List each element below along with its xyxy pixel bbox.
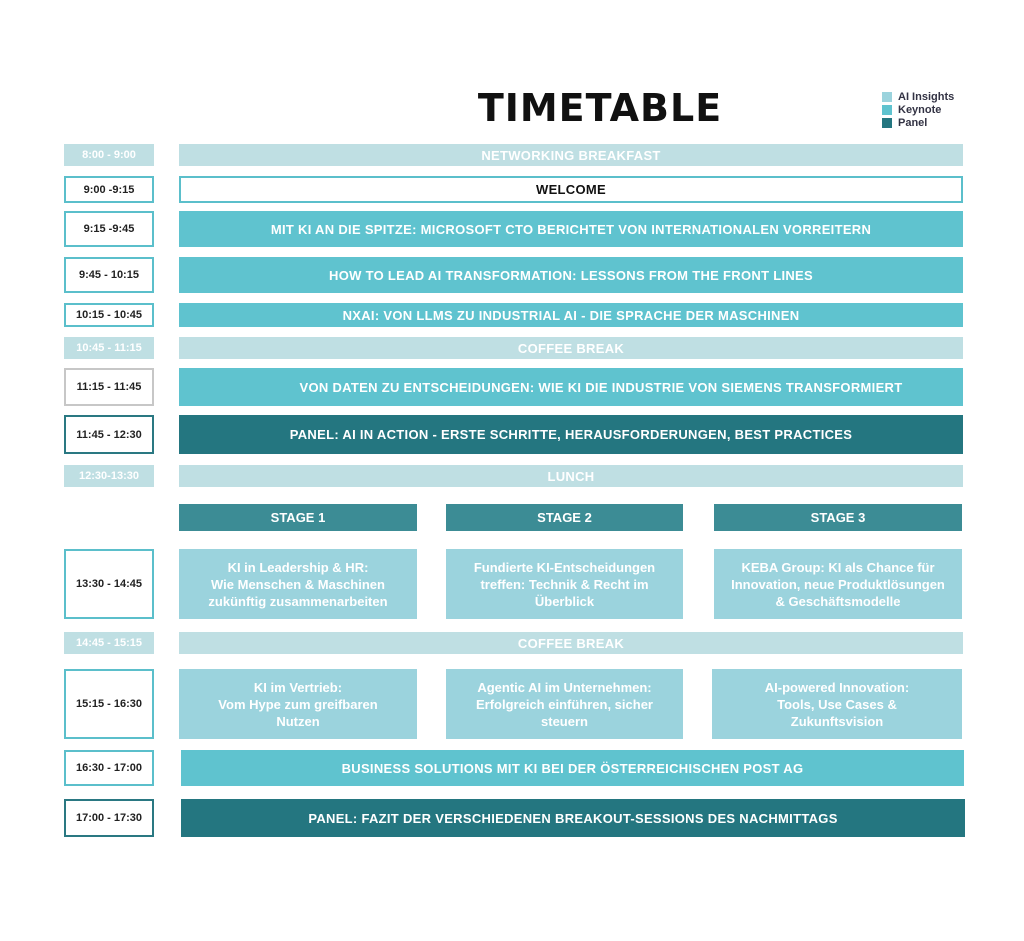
time-slot: 15:15 - 16:30 [64,669,154,739]
time-slot: 17:00 - 17:30 [64,799,154,837]
session-stage-2: Agentic AI im Unternehmen: Erfolgreich e… [446,669,683,739]
session-keynote: MIT KI AN DIE SPITZE: MICROSOFT CTO BERI… [179,211,963,247]
session-keynote: VON DATEN ZU ENTSCHEIDUNGEN: WIE KI DIE … [179,368,963,406]
session-lunch: LUNCH [179,465,963,487]
time-slot: 11:45 - 12:30 [64,415,154,454]
legend-label: AI Insights [898,90,955,103]
legend-item-keynote: Keynote [882,103,954,116]
legend: AI Insights Keynote Panel [882,90,954,129]
legend-label: Keynote [898,103,942,116]
session-keynote: HOW TO LEAD AI TRANSFORMATION: LESSONS F… [179,257,963,293]
legend-item-panel: Panel [882,116,954,129]
session-stage-3: KEBA Group: KI als Chance für Innovation… [714,549,962,619]
session-stage-1: KI in Leadership & HR: Wie Menschen & Ma… [179,549,417,619]
time-slot: 11:15 - 11:45 [64,368,154,406]
session-panel: PANEL: FAZIT DER VERSCHIEDENEN BREAKOUT-… [181,799,965,837]
session-coffee-break: COFFEE BREAK [179,337,963,359]
time-slot: 10:45 - 11:15 [64,337,154,359]
session-panel: PANEL: AI IN ACTION - ERSTE SCHRITTE, HE… [179,415,963,454]
time-slot: 13:30 - 14:45 [64,549,154,619]
time-slot: 16:30 - 17:00 [64,750,154,786]
page-title: TIMETABLE [477,86,723,130]
session-stage-3: AI-powered Innovation: Tools, Use Cases … [712,669,962,739]
stage-1-header: STAGE 1 [179,504,417,531]
stage-3-header: STAGE 3 [714,504,962,531]
legend-swatch [882,91,892,102]
time-slot: 12:30-13:30 [64,465,154,487]
session-networking-breakfast: NETWORKING BREAKFAST [179,144,963,166]
time-slot: 14:45 - 15:15 [64,632,154,654]
time-slot: 10:15 - 10:45 [64,303,154,327]
legend-swatch [882,117,892,128]
legend-item-ai-insights: AI Insights [882,90,954,103]
legend-swatch [882,104,892,115]
session-stage-2: Fundierte KI-Entscheidungen treffen: Tec… [446,549,683,619]
time-slot: 9:15 -9:45 [64,211,154,247]
session-coffee-break: COFFEE BREAK [179,632,963,654]
time-slot: 8:00 - 9:00 [64,144,154,166]
session-keynote: BUSINESS SOLUTIONS MIT KI BEI DER ÖSTERR… [181,750,964,786]
session-keynote: NXAI: VON LLMS ZU INDUSTRIAL AI - DIE SP… [179,303,963,327]
session-welcome: WELCOME [179,176,963,203]
time-slot: 9:00 -9:15 [64,176,154,203]
time-slot: 9:45 - 10:15 [64,257,154,293]
session-stage-1: KI im Vertrieb: Vom Hype zum greifbaren … [179,669,417,739]
stage-2-header: STAGE 2 [446,504,683,531]
legend-label: Panel [898,116,928,129]
